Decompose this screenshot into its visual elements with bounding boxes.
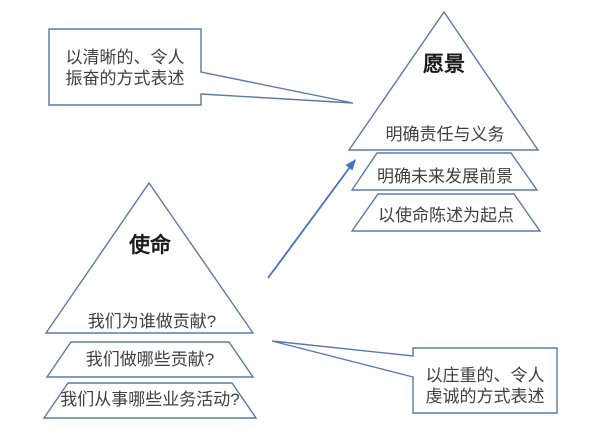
mission-pyramid-level-3: [42, 382, 258, 419]
vision-title: 愿景: [423, 53, 465, 76]
vision-level-1-label: 明确责任与义务: [386, 125, 505, 144]
callout-vision-line2: 振奋的方式表述: [66, 69, 185, 88]
mission-level-3-label: 我们从事哪些业务活动?: [60, 390, 239, 409]
mission-title: 使命: [128, 233, 172, 257]
vision-pyramid: 愿景 明确责任与义务 明确未来发展前景 以使命陈述为起点: [347, 10, 542, 232]
mission-level-2-label: 我们做哪些贡献?: [86, 350, 214, 369]
vision-level-3-label: 以使命陈述为起点: [378, 205, 514, 225]
vision-pyramid-level-3: [350, 193, 542, 232]
callout-vision-line1: 以清晰的、令人: [66, 48, 185, 67]
callout-mission-shape: [271, 340, 558, 414]
mission-level-1-label: 我们为谁做贡献?: [88, 312, 216, 331]
mission-pyramid-top-triangle: [44, 181, 255, 334]
vision-pyramid-level-2: [350, 152, 539, 191]
callout-vision: 以清晰的、令人 振奋的方式表述: [48, 28, 354, 106]
arrow-head: [345, 159, 356, 171]
callout-mission: 以庄重的、令人 虔诚的方式表述: [271, 340, 558, 414]
arrow-shaft: [267, 166, 351, 279]
vision-pyramid-top-triangle: [347, 10, 540, 151]
callout-mission-line2: 虔诚的方式表述: [426, 387, 545, 406]
callout-vision-shape: [48, 28, 354, 106]
mission-pyramid: 使命 我们为谁做贡献? 我们做哪些贡献? 我们从事哪些业务活动?: [42, 181, 258, 419]
callout-mission-line1: 以庄重的、令人: [426, 366, 545, 385]
arrow-mission-to-vision: [267, 159, 356, 279]
vision-level-2-label: 明确未来发展前景: [377, 167, 513, 186]
mission-pyramid-level-2: [45, 341, 255, 378]
